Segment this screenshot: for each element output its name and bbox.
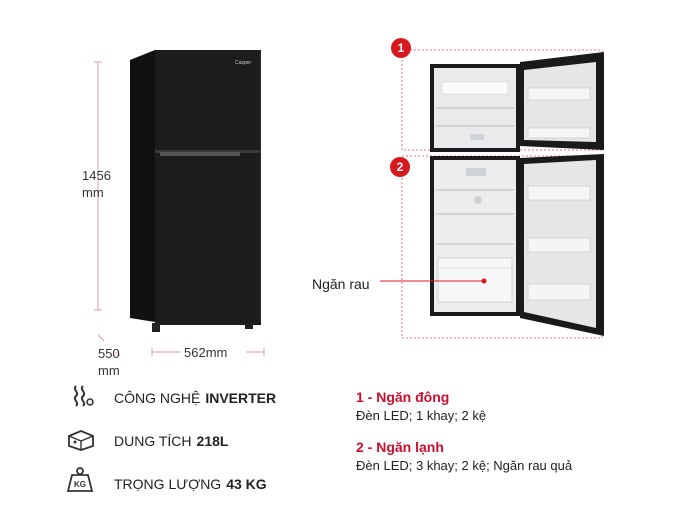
depth-unit: mm [98,363,120,378]
depth-dimension-line [97,334,121,357]
weight-icon: KG [66,466,94,499]
spec-weight: TRỌNG LƯỢNG 43 KG [114,476,267,492]
freezer-compartment-image [430,52,604,152]
spec-capacity: DUNG TÍCH 218L [114,433,228,449]
crisper-pointer-dot [481,278,487,284]
depth-label: 550 mm [98,345,120,379]
spec-inverter-label: CÔNG NGHỆ [114,390,201,406]
freezer-desc: Đèn LED; 1 khay; 2 kệ [356,408,487,423]
height-value: 1456 [82,168,111,183]
fridge-closed-image [130,50,261,332]
spec-weight-label: TRỌNG LƯỢNG [114,476,222,492]
width-label: 562mm [184,345,228,360]
fridge-desc: Đèn LED; 3 khay; 2 kệ; Ngăn rau quả [356,458,573,473]
weight-icon-text: KG [74,480,86,489]
fridge-open-figure [380,49,604,339]
height-unit: mm [82,185,104,200]
spec-capacity-value: 218L [196,433,229,449]
spec-capacity-label: DUNG TÍCH [114,433,192,449]
spec-inverter: CÔNG NGHỆ INVERTER [114,390,276,406]
crisper-label: Ngăn rau [312,276,370,292]
fridge-title: 2 - Ngăn lạnh [356,439,444,455]
brand-logo: Casper [235,60,251,66]
width-dimension-line [151,348,265,356]
depth-value: 550 [98,346,120,361]
height-label: 1456 mm [82,167,111,201]
freezer-title: 1 - Ngăn đông [356,389,450,405]
fridge-dimensions-figure: Casper [94,50,265,357]
spec-weight-value: 43 KG [226,476,267,492]
height-dimension-line [94,61,102,311]
fridge-compartment-image [430,154,604,336]
capacity-icon [66,428,96,457]
freezer-badge: 1 [391,38,411,58]
spec-inverter-value: INVERTER [205,390,277,406]
fridge-badge: 2 [390,157,410,177]
inverter-icon [70,384,94,415]
